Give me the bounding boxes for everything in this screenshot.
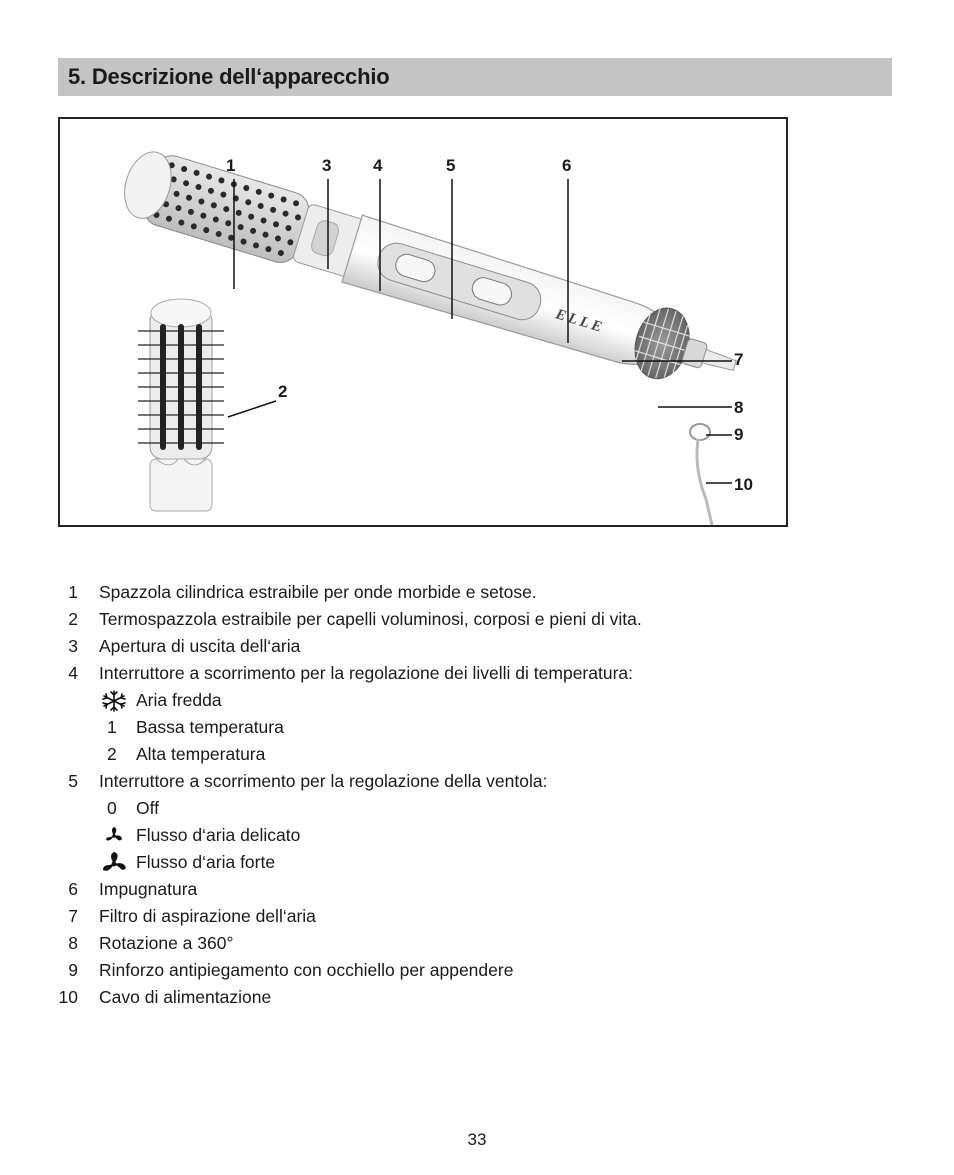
- list-item: 10 Cavo di alimentazione: [0, 984, 954, 1011]
- item-number: 3: [68, 636, 78, 656]
- callout-2: 2: [278, 382, 288, 401]
- item-number: 6: [68, 879, 78, 899]
- item-text: Interruttore a scorrimento per la regola…: [99, 771, 548, 791]
- sub-item-number: 2: [107, 744, 117, 764]
- item-text: Termospazzola estraibile per capelli vol…: [99, 609, 642, 629]
- sub-item: Aria fredda: [0, 687, 954, 714]
- sub-item-text: Flusso d‘aria forte: [136, 852, 276, 872]
- list-item: 3 Apertura di uscita dell‘aria: [0, 633, 954, 660]
- styler-body: ELLE: [124, 151, 737, 380]
- sub-item-text: Aria fredda: [136, 690, 222, 710]
- callout-leaders: [227, 179, 732, 484]
- item-text: Impugnatura: [99, 879, 198, 899]
- list-item: 1 Spazzola cilindrica estraibile per ond…: [0, 579, 954, 606]
- sub-item-text: Off: [136, 798, 160, 818]
- thermo-brush: [138, 298, 224, 512]
- list-item: 9 Rinforzo antipiegamento con occhiello …: [0, 957, 954, 984]
- sub-item: 1 Bassa temperatura: [0, 714, 954, 741]
- list-item: 6 Impugnatura: [0, 876, 954, 903]
- callout-8: 8: [734, 398, 744, 417]
- item-number: 9: [68, 960, 78, 980]
- callout-10: 10: [734, 475, 753, 494]
- item-number: 1: [68, 582, 78, 602]
- item-text: Rotazione a 360°: [99, 933, 234, 953]
- brush-bristles: [153, 162, 301, 256]
- section-header: 5. Descrizione dell‘apparecchio: [58, 58, 892, 96]
- item-number: 5: [68, 771, 78, 791]
- item-text: Cavo di alimentazione: [99, 987, 272, 1007]
- callout-5: 5: [446, 156, 456, 175]
- callout-4: 4: [373, 156, 383, 175]
- item-number: 2: [68, 609, 78, 629]
- item-text: Interruttore a scorrimento per la regola…: [99, 663, 634, 683]
- sub-item-text: Flusso d‘aria delicato: [136, 825, 301, 845]
- section-title: 5. Descrizione dell‘apparecchio: [68, 64, 390, 89]
- sub-item-text: Alta temperatura: [136, 744, 266, 764]
- device-figure: ELLE: [58, 117, 788, 527]
- sub-item: 2 Alta temperatura: [0, 741, 954, 768]
- item-text: Filtro di aspirazione dell‘aria: [99, 906, 316, 926]
- sub-item-number: 1: [107, 717, 117, 737]
- page-number: 33: [467, 1130, 487, 1149]
- fan-small-icon: [100, 825, 128, 855]
- sub-item: 0 Off: [0, 795, 954, 822]
- parts-list: 1 Spazzola cilindrica estraibile per ond…: [0, 579, 954, 1011]
- list-item: 8 Rotazione a 360°: [0, 930, 954, 957]
- list-item: 5 Interruttore a scorrimento per la rego…: [0, 768, 954, 795]
- list-item: 2 Termospazzola estraibile per capelli v…: [0, 606, 954, 633]
- item-number: 10: [58, 987, 78, 1007]
- item-number: 8: [68, 933, 78, 953]
- sub-item: Flusso d‘aria forte: [0, 849, 954, 876]
- item-text: Rinforzo antipiegamento con occhiello pe…: [99, 960, 514, 980]
- fan-large-icon: [100, 852, 128, 884]
- list-item: 4 Interruttore a scorrimento per la rego…: [0, 660, 954, 687]
- item-text: Spazzola cilindrica estraibile per onde …: [99, 582, 537, 602]
- item-number: 7: [68, 906, 78, 926]
- callout-9: 9: [734, 425, 744, 444]
- sub-item-number: 0: [107, 798, 117, 818]
- item-text: Apertura di uscita dell‘aria: [99, 636, 301, 656]
- callout-3: 3: [322, 156, 332, 175]
- sub-item-text: Bassa temperatura: [136, 717, 284, 737]
- item-number: 4: [68, 663, 78, 683]
- hair-styler-illustration: ELLE: [124, 151, 737, 525]
- callout-1: 1: [226, 156, 236, 175]
- list-item: 7 Filtro di aspirazione dell‘aria: [0, 903, 954, 930]
- callout-7: 7: [734, 350, 744, 369]
- snowflake-icon: [100, 690, 128, 720]
- callout-6: 6: [562, 156, 572, 175]
- sub-item: Flusso d‘aria delicato: [0, 822, 954, 849]
